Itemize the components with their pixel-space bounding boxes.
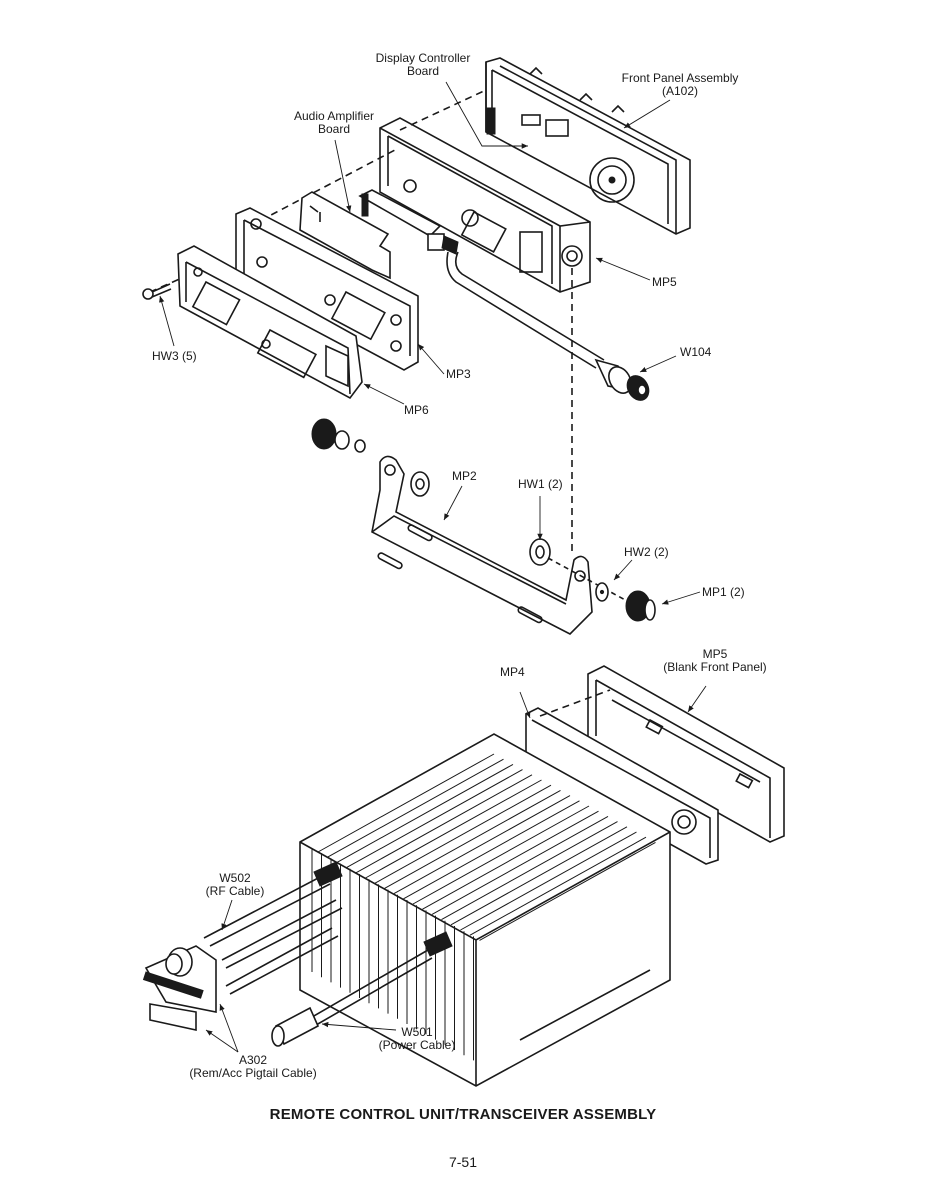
figure-caption: REMOTE CONTROL UNIT/TRANSCEIVER ASSEMBLY xyxy=(269,1106,657,1123)
label-mp3: MP3 xyxy=(446,367,471,381)
label-mp2: MP2 xyxy=(452,469,477,483)
washer-hw2 xyxy=(595,582,609,602)
label-w502: W502 (RF Cable) xyxy=(200,872,270,898)
rear-housing-mp5 xyxy=(379,117,591,293)
front-panel-assembly xyxy=(485,57,691,235)
washer-hw1 xyxy=(529,538,551,566)
heatsink-fin xyxy=(412,805,590,905)
label-mp5-rear-housing: MP5 xyxy=(652,275,677,289)
heatsink-fin xyxy=(384,789,561,889)
heatsink-fin xyxy=(393,795,571,895)
label-line: (Power Cable) xyxy=(378,1038,456,1052)
label-audio-amplifier-board: Audio Amplifier Board xyxy=(282,110,386,136)
label-display-controller-board: Display Controller Board xyxy=(368,52,478,78)
label-a302: A302 (Rem/Acc Pigtail Cable) xyxy=(180,1054,326,1080)
heatsink-fin xyxy=(355,774,533,874)
label-hw2: HW2 (2) xyxy=(624,545,669,559)
heatsink-fin xyxy=(317,753,495,853)
heatsink-fin xyxy=(450,826,628,926)
heatsink-fin xyxy=(469,836,647,936)
page-number: 7-51 xyxy=(448,1154,478,1170)
heatsink-fin xyxy=(327,758,504,858)
label-w501: W501 (Power Cable) xyxy=(372,1026,462,1052)
label-mp1: MP1 (2) xyxy=(702,585,745,599)
label-line: (A102) xyxy=(661,84,699,98)
label-line: Board xyxy=(317,122,351,136)
label-line: (RF Cable) xyxy=(205,884,265,898)
label-front-panel-assembly: Front Panel Assembly (A102) xyxy=(610,72,750,98)
blank-front-panel-mp5 xyxy=(587,665,785,843)
label-line: Audio Amplifier xyxy=(293,109,375,123)
heatsink-fin xyxy=(346,769,523,869)
label-line: MP5 xyxy=(702,647,728,661)
heatsink-fin xyxy=(422,810,599,910)
cable-w104 xyxy=(358,189,650,401)
heatsink-fin xyxy=(479,841,656,941)
mounting-bracket-mp2 xyxy=(371,455,593,635)
label-line: A302 xyxy=(238,1053,268,1067)
label-line: Board xyxy=(406,64,440,78)
label-mp5-blank-front-panel: MP5 (Blank Front Panel) xyxy=(650,648,780,674)
heatsink-fin xyxy=(441,821,618,921)
label-mp6: MP6 xyxy=(404,403,429,417)
label-line: (Rem/Acc Pigtail Cable) xyxy=(189,1066,317,1080)
label-line: (Blank Front Panel) xyxy=(663,660,767,674)
knob-left xyxy=(311,418,366,453)
label-line: W502 xyxy=(219,871,251,885)
label-hw1: HW1 (2) xyxy=(518,477,563,491)
label-mp4: MP4 xyxy=(500,665,525,679)
label-w104: W104 xyxy=(680,345,712,359)
heatsink-fin xyxy=(460,831,637,931)
audio-amplifier-board xyxy=(299,191,391,280)
knob-mp1 xyxy=(625,590,656,622)
bezel-mp6 xyxy=(177,245,363,400)
label-line: W501 xyxy=(401,1025,433,1039)
heatsink-fin xyxy=(336,763,514,863)
label-line: Front Panel Assembly xyxy=(621,71,739,85)
cables-bottom xyxy=(142,861,453,1047)
label-line: Display Controller xyxy=(375,51,471,65)
heatsink-fin xyxy=(403,800,580,900)
heatsink-fin xyxy=(365,779,542,879)
transceiver-chassis xyxy=(299,733,671,1087)
heatsink-fin xyxy=(431,815,609,915)
label-hw3: HW3 (5) xyxy=(152,349,197,363)
heatsink-fin xyxy=(374,784,552,884)
screw-hw3 xyxy=(142,283,172,300)
